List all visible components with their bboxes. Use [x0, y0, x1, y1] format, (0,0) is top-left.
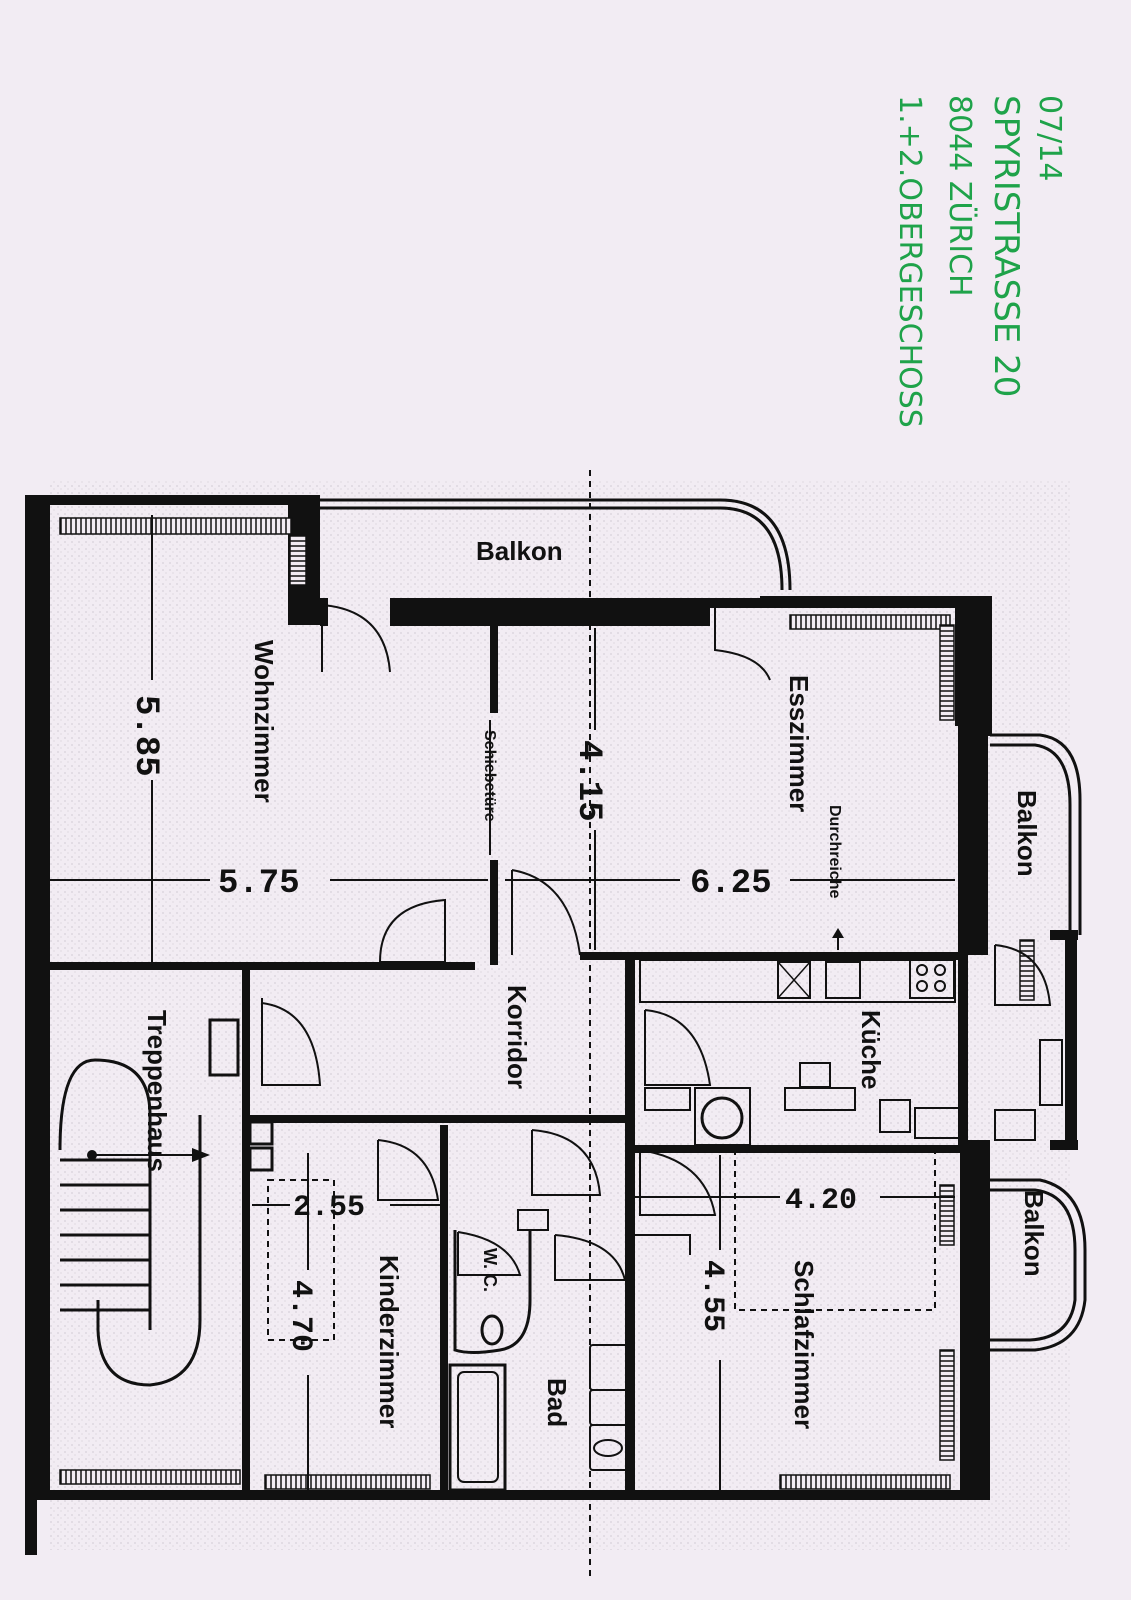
- label-kueche: Küche: [856, 1010, 886, 1089]
- balconies: [320, 498, 1087, 1352]
- label-esszimmer: Esszimmer: [784, 675, 814, 812]
- label-balkon-right-1: Balkon: [1012, 790, 1042, 877]
- dimension-labels: 5.85 5.75 4.15 6.25 2.55 4.70 4.20 4.55: [126, 695, 857, 1352]
- handwritten-address-note: 07/14 SPYRISTRASSE 20 8044 ZÜRICH 1.+2.O…: [892, 95, 1067, 428]
- dim-schlaf-width: 4.20: [785, 1184, 857, 1218]
- label-wohnzimmer: Wohnzimmer: [249, 640, 279, 803]
- note-line-2: SPYRISTRASSE 20: [986, 95, 1026, 397]
- scan-speckle: [50, 480, 1070, 1550]
- staircase: [58, 1018, 274, 1387]
- label-kinderzimmer: Kinderzimmer: [374, 1255, 404, 1428]
- walls: [25, 495, 1078, 1555]
- dim-schlaf-depth: 4.55: [695, 1260, 729, 1332]
- label-schlafzimmer: Schlafzimmer: [789, 1260, 819, 1429]
- label-schiebetuere: Schiebetüre: [481, 730, 498, 822]
- windows: [59, 517, 1035, 1490]
- dim-kinder-depth: 4.70: [283, 1280, 317, 1352]
- dim-ess-width: 6.25: [690, 865, 772, 903]
- label-wc: W. C.: [480, 1248, 500, 1292]
- dim-ess-depth: 4.15: [569, 740, 607, 822]
- dim-wohn-width: 5.75: [218, 865, 300, 903]
- note-line-4: 1.+2.OBERGESCHOSS: [892, 95, 927, 428]
- label-bad: Bad: [542, 1378, 572, 1427]
- kitchen-fixtures: [639, 928, 1063, 1146]
- bathroom-fixtures: [448, 1209, 631, 1492]
- label-korridor: Korridor: [502, 985, 532, 1089]
- label-durchreiche: Durchreiche: [826, 805, 843, 898]
- note-line-3: 8044 ZÜRICH: [942, 95, 978, 297]
- door-swings: [261, 600, 1052, 1281]
- dim-wohn-depth: 5.85: [126, 695, 164, 777]
- label-treppenhaus: Treppenhaus: [142, 1010, 172, 1172]
- note-line-1: 07/14: [1032, 95, 1067, 181]
- label-balkon-top: Balkon: [476, 536, 563, 566]
- dim-kinder-width: 2.55: [293, 1191, 365, 1225]
- room-labels: Balkon Wohnzimmer Schiebetüre Esszimmer …: [142, 536, 1049, 1429]
- dashed-outlines: [267, 470, 936, 1580]
- label-balkon-right-2: Balkon: [1019, 1190, 1049, 1277]
- dimension-lines: [50, 515, 955, 1490]
